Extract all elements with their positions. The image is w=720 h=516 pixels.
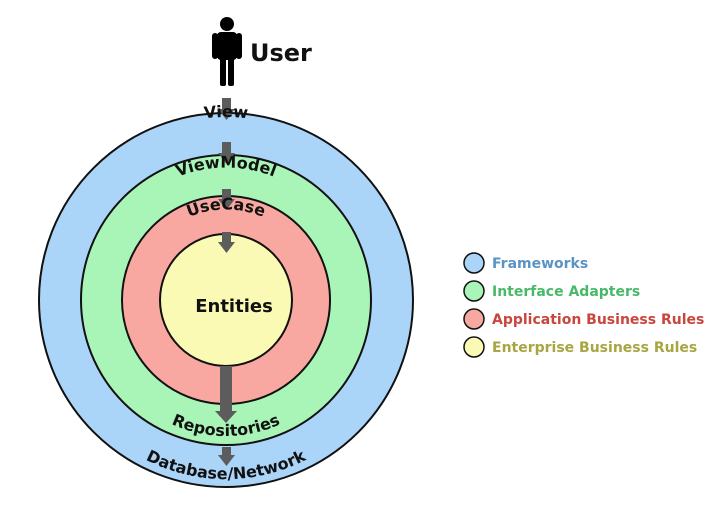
view-label: View [203,102,249,122]
arrow-user-to-view [218,98,235,120]
person-icon [212,17,242,86]
arrow-entities-to-repositories [215,366,237,423]
legend-swatch-enterprise-business-rules [463,336,485,358]
arrow-viewmodel-to-usecase [218,189,235,210]
legend-swatch-interface-adapters [463,280,485,302]
entities-label: Entities [195,296,273,317]
legend-label-enterprise-business-rules: Enterprise Business Rules [492,340,697,356]
legend-label-application-business-rules: Application Business Rules [492,312,704,328]
legend-swatch-application-business-rules [463,308,485,330]
legend-label-frameworks: Frameworks [492,256,588,272]
legend-item-frameworks: Frameworks [463,252,588,274]
legend-item-application-business-rules: Application Business Rules [463,308,704,330]
legend-label-interface-adapters: Interface Adapters [492,284,640,300]
arrow-usecase-to-entities [218,232,235,253]
arrow-repositories-to-database [218,447,235,466]
user-label: User [250,39,312,67]
legend: Frameworks Interface Adapters Applicatio… [463,252,704,358]
legend-item-interface-adapters: Interface Adapters [463,280,640,302]
legend-swatch-frameworks [463,252,485,274]
arrow-view-to-viewmodel [218,142,235,164]
legend-item-enterprise-business-rules: Enterprise Business Rules [463,336,697,358]
